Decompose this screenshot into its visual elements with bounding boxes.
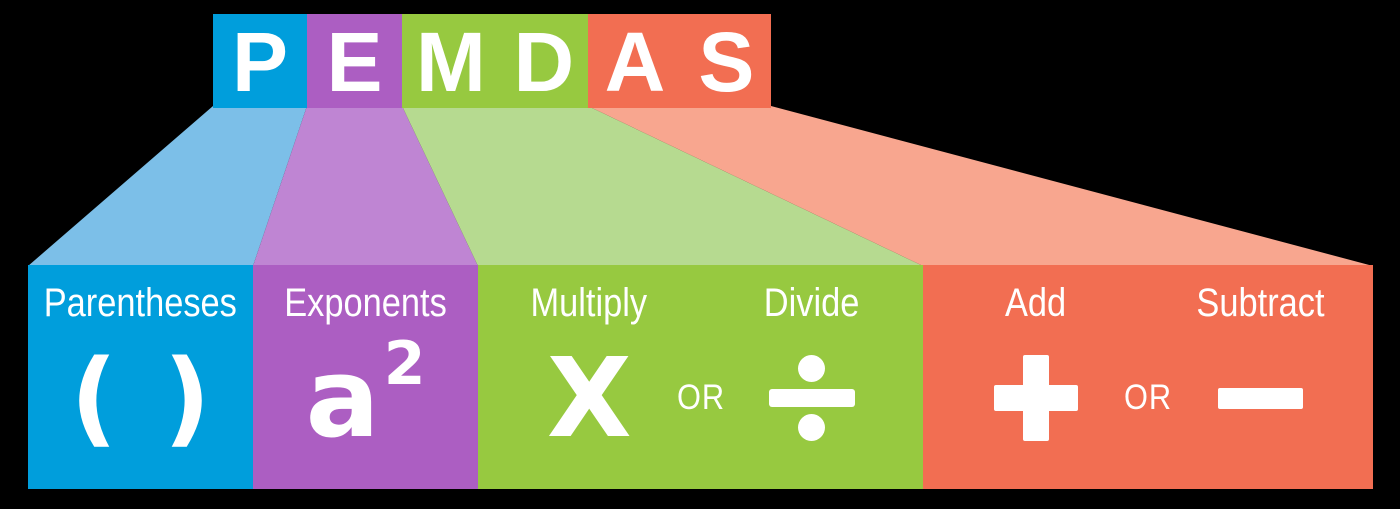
header-segment-md: M D	[402, 14, 588, 109]
parentheses-symbol: ( )	[28, 341, 253, 455]
multiply-divide-symbol-row: X OR	[478, 341, 923, 455]
add-label: Add	[1004, 280, 1067, 325]
header-segment-p: P	[213, 14, 307, 109]
close-paren-symbol: )	[163, 337, 211, 458]
exponents-symbol: a 2	[253, 334, 478, 462]
add-subtract-symbol-row: OR	[923, 341, 1373, 455]
letter-p: P	[231, 15, 289, 109]
add-subtract-label-row: Add Subtract	[923, 281, 1373, 325]
divide-dot-top	[798, 355, 826, 382]
parentheses-label-row: Parentheses	[28, 281, 253, 325]
letter-m: M	[415, 15, 486, 109]
multiply-divide-funnel	[402, 106, 923, 266]
plus-horizontal-bar	[993, 385, 1078, 411]
exponents-funnel	[253, 106, 478, 266]
section-add-subtract: Add Subtract OR	[923, 265, 1373, 489]
exponents-label-row: Exponents	[253, 281, 478, 325]
parentheses-funnel	[28, 106, 307, 266]
exponent-base-symbol: a	[305, 334, 380, 462]
plus-icon	[993, 355, 1078, 441]
section-parentheses: Parentheses ( )	[28, 265, 253, 489]
add-subtract-funnel	[588, 106, 1373, 266]
divide-icon	[768, 355, 855, 441]
letter-a: A	[604, 15, 666, 109]
subtract-label: Subtract	[1196, 280, 1325, 325]
section-multiply-divide: Multiply Divide X OR	[478, 265, 923, 489]
or-label-multiply-divide: OR	[676, 378, 725, 417]
letter-s: S	[698, 15, 755, 109]
letter-d: D	[513, 15, 575, 109]
letter-e: E	[326, 15, 383, 109]
divide-label: Divide	[763, 280, 860, 325]
header-segment-e: E	[307, 14, 402, 109]
exponent-power-symbol: 2	[383, 329, 426, 399]
header-segment-as: A S	[588, 14, 771, 109]
open-paren-symbol: (	[70, 337, 118, 458]
multiply-x-symbol: X	[546, 334, 632, 462]
multiply-divide-label-row: Multiply Divide	[478, 281, 923, 325]
divide-dot-bottom	[798, 414, 826, 441]
minus-icon	[1218, 387, 1303, 409]
divide-bar	[768, 389, 855, 407]
section-exponents: Exponents a 2	[253, 265, 478, 489]
multiply-label: Multiply	[530, 280, 648, 325]
parentheses-label: Parentheses	[43, 280, 238, 325]
or-label-add-subtract: OR	[1124, 378, 1172, 417]
exponents-label: Exponents	[284, 280, 447, 325]
